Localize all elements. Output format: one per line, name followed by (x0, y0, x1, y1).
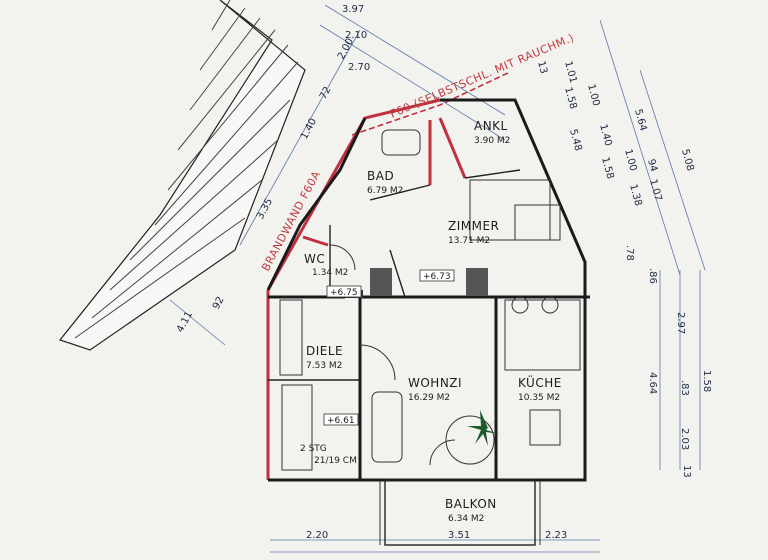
dim-right-a-0: 13 (535, 60, 549, 75)
furniture (279, 129, 581, 471)
room-label-zimmer: ZIMMER (448, 219, 499, 233)
room-area-balkon: 6.34 M2 (448, 514, 484, 524)
room-labels: BAD 6.79 M2 ANKL 3.90 M2 ZIMMER 13.71 M2… (304, 119, 562, 524)
dim-top-6: 3.35 (255, 197, 275, 222)
dimension-lines (169, 4, 706, 553)
room-area-wc: 1.34 M2 (312, 268, 348, 278)
dim-right-b-4: .83 (679, 380, 690, 396)
room-label-wc: WC (304, 252, 325, 266)
dim-bottom-2: 2.23 (545, 530, 567, 541)
room-label-wohnzi: WOHNZI (408, 376, 462, 390)
room-area-wohnzi: 16.29 M2 (408, 393, 450, 403)
dim-right-a-2: 1.00 (585, 83, 601, 107)
room-label-diele: DIELE (306, 344, 343, 358)
room-area-ankl: 3.90 M2 (474, 136, 510, 146)
level-marker-a: +6.75 (330, 288, 358, 298)
dim-right-b-7: 13 (681, 465, 692, 478)
level-marker-c: +6.61 (327, 416, 355, 426)
dim-right-a-7: 5.48 (567, 128, 583, 152)
dim-left-0: 4.11 (175, 310, 195, 335)
room-label-bad: BAD (367, 169, 394, 183)
dim-left-1: 92 (211, 295, 227, 311)
dim-right-a-9: 1.38 (627, 183, 643, 207)
dim-right-a-12: 5.08 (679, 148, 695, 172)
room-label-kueche: KÜCHE (518, 374, 562, 390)
room-area-kueche: 10.35 M2 (518, 393, 560, 403)
dim-right-a-6: 1.58 (599, 156, 615, 180)
dim-top-1: 2.10 (345, 30, 367, 41)
room-label-ankl: ANKL (474, 119, 508, 133)
dim-right-a-4: 1.40 (597, 123, 613, 147)
level-marker-b: +6.73 (423, 272, 451, 282)
dim-bottom-0: 2.20 (306, 530, 328, 541)
dim-top-4: 72 (318, 85, 334, 101)
dim-top-0: 3.97 (342, 4, 364, 15)
room-label-balkon: BALKON (445, 497, 497, 511)
room-area-diele: 7.53 M2 (306, 361, 342, 371)
dim-right-a-1: 1.01 (562, 60, 578, 84)
dim-top-5: 1.40 (299, 117, 319, 142)
dim-right-b-2: 2.97 (675, 312, 686, 334)
stair-riser-note: 21/19 CM (314, 456, 357, 466)
dim-right-b-5: 1.58 (701, 370, 712, 392)
dim-right-a-11: 94 (645, 158, 659, 173)
dim-top-3: 2.70 (348, 62, 370, 73)
dim-top-2: 2.00 (336, 37, 356, 62)
dim-right-b-0: .78 (624, 245, 635, 261)
dim-bottom-1: 3.51 (448, 530, 470, 541)
dim-right-b-6: 2.03 (679, 428, 690, 450)
stair-count-note: 2 STG (300, 444, 327, 454)
neighbor-building-hatch (58, 0, 306, 351)
dimension-labels: 3.97 2.10 2.00 2.70 72 1.40 3.35 13 1.01… (175, 4, 712, 541)
dim-right-a-8: 5.64 (632, 108, 648, 132)
dim-right-a-5: 1.00 (622, 148, 638, 172)
dim-right-a-10: 1.07 (647, 178, 663, 202)
dim-right-b-1: .86 (647, 268, 658, 284)
dim-right-a-3: 1.58 (562, 86, 578, 110)
room-area-bad: 6.79 M2 (367, 186, 403, 196)
balcony (379, 479, 541, 546)
f60-door-note: F60 (SELBSTSCHL. MIT RAUCHM.) (388, 31, 576, 121)
dim-right-b-3: 4.64 (647, 372, 658, 394)
room-area-zimmer: 13.71 M2 (448, 236, 490, 246)
